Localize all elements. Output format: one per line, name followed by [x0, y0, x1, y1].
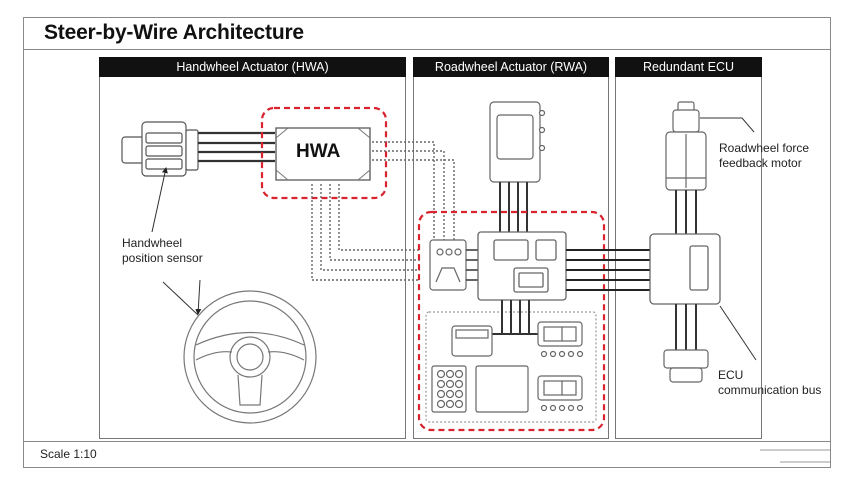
force-feedback-label-line1: Roadwheel force [719, 141, 810, 155]
redundant-ecu-icon [649, 233, 721, 305]
rwa-highlight-region [417, 210, 606, 432]
force-feedback-motor-icon [665, 101, 707, 191]
diagram-title: Steer-by-Wire Architecture [44, 21, 304, 44]
steering-wheel-icon [183, 290, 317, 424]
ecu-bus-label: ECU communication bus [718, 368, 821, 398]
panel-header-ecu: Redundant ECU [615, 57, 762, 77]
motor-leader-line [700, 117, 755, 133]
footer-bar: Scale 1:10 [24, 441, 830, 467]
ecu-connector-icon [663, 349, 709, 383]
rwa-connector-icon [429, 239, 467, 291]
bus-leader-line [719, 305, 757, 361]
rwa-to-ecu-wires [566, 249, 652, 291]
handwheel-sensor-icon [121, 121, 199, 177]
panel-header-rwa: Roadwheel Actuator (RWA) [413, 57, 609, 77]
hwa-to-rwa-dashed-signals [311, 141, 455, 281]
sensor-to-hwa-wires [198, 131, 275, 163]
rwa-main-controller-icon [477, 231, 567, 301]
force-feedback-label-line2: feedback motor [719, 156, 802, 170]
panel-header-hwa: Handwheel Actuator (HWA) [99, 57, 406, 77]
ecu-bus-label-line2: communication bus [718, 383, 822, 397]
hwa-module-box [275, 127, 371, 181]
force-feedback-label: Roadwheel force feedback motor [719, 141, 809, 171]
title-bar: Steer-by-Wire Architecture [24, 18, 830, 50]
hwa-module-label: HWA [296, 141, 341, 162]
hwa-highlight-region [260, 106, 388, 200]
scale-label: Scale 1:10 [40, 447, 97, 461]
rwa-top-module-icon [489, 101, 546, 183]
handwheel-sensor-label: Handwheel position sensor [122, 236, 203, 266]
panel-hwa: Handwheel Actuator (HWA) [99, 57, 406, 439]
sensor-leader-line [151, 167, 168, 233]
handwheel-sensor-label-line2: position sensor [122, 251, 203, 265]
handwheel-sensor-label-line1: Handwheel [122, 236, 183, 250]
rwa-board-components [431, 321, 584, 413]
ecu-bus-label-line1: ECU [718, 368, 744, 382]
